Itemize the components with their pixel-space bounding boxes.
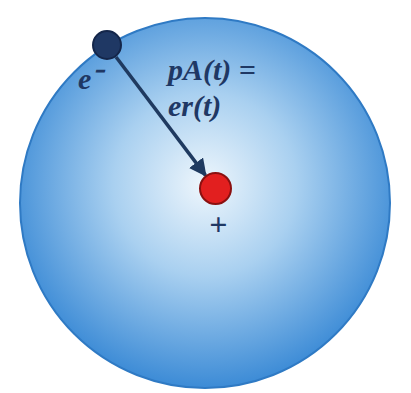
charge-label: +: [209, 208, 238, 240]
nucleus-circle: +: [199, 172, 232, 205]
edge-label: pA(t) = er(t): [168, 52, 280, 124]
electron-cloud: [20, 18, 390, 388]
particle-label: e⁻: [78, 64, 104, 94]
electron-circle: e⁻: [92, 30, 122, 60]
